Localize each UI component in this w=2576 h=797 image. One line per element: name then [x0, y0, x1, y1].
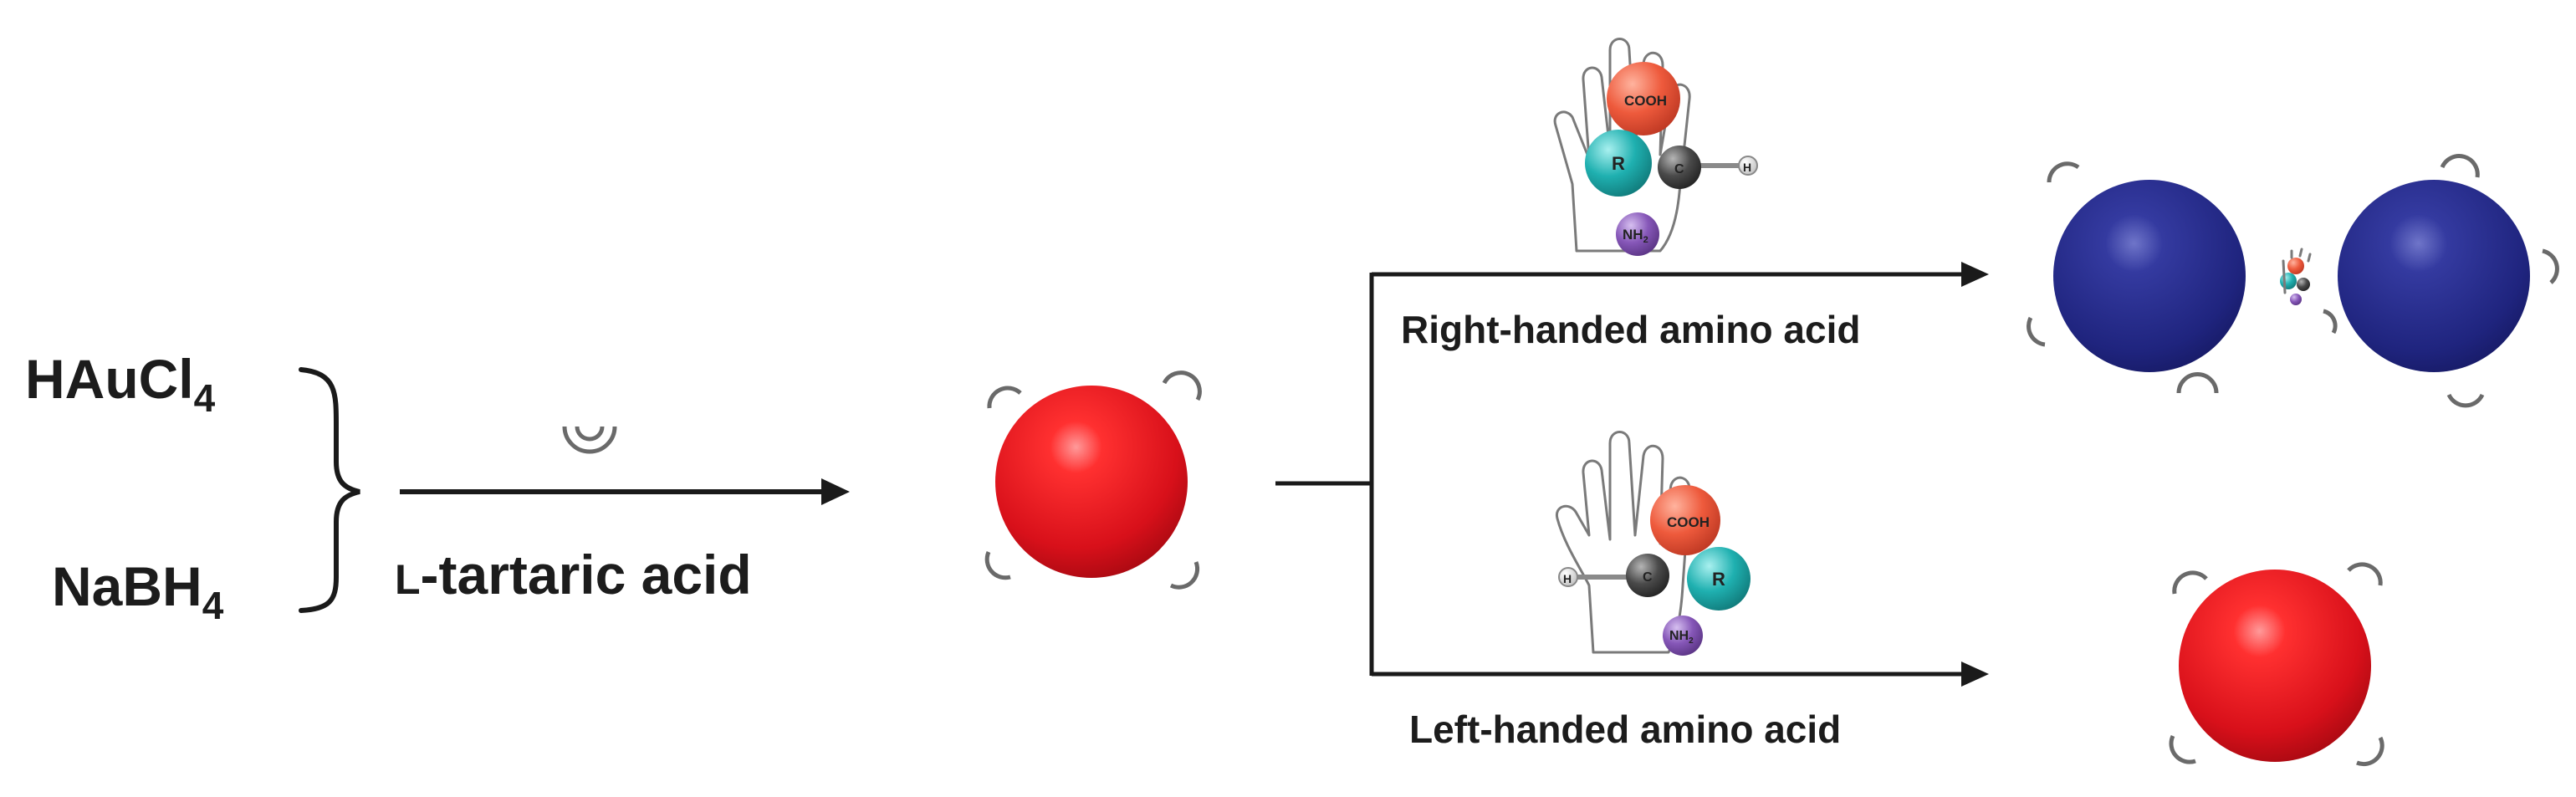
- bridge-nh2-atom: [2290, 294, 2302, 305]
- blue-nanoparticle-right: [2338, 180, 2530, 372]
- r-group-label: R: [1712, 569, 1725, 590]
- np-ligand-icon: [2440, 154, 2480, 178]
- reactant-hauci4: HAuCl4: [25, 348, 216, 420]
- cooh-atom: [1607, 62, 1680, 135]
- r-group-atom: [1687, 547, 1751, 611]
- r-group-atom: [1585, 130, 1652, 197]
- reaction-arrow-1-head: [821, 478, 850, 505]
- bridge-r-atom: [2280, 273, 2297, 289]
- cooh-label: COOH: [1667, 514, 1710, 530]
- reactant-brace: [299, 367, 360, 613]
- tartaric-ligand-icon: [562, 426, 617, 454]
- np-ligand-icon: [2446, 393, 2485, 408]
- bridge-c-atom: [2297, 278, 2310, 291]
- cooh-atom: [1650, 485, 1720, 555]
- carbon-atom: [1626, 554, 1669, 597]
- np-ligand-icon: [2176, 372, 2219, 394]
- right-hand-amino-acid: H NH2 C COOH R: [1553, 38, 1758, 256]
- tartaric-ligand-icon-inner: [575, 426, 605, 442]
- left-hand-amino-acid: H NH2 C COOH R: [1555, 431, 1751, 656]
- r-group-label: R: [1612, 153, 1625, 174]
- aggregated-nanoparticles-blue: [2027, 154, 2559, 408]
- nh2-atom: [1616, 212, 1659, 256]
- branch-bottom-arrowhead: [1961, 662, 1989, 687]
- gold-nanoparticle-red: [984, 370, 1202, 590]
- np-ligand-icon: [2172, 570, 2208, 595]
- np-ligand-icon: [2047, 161, 2080, 183]
- bridge-hand-icon: [2282, 248, 2312, 294]
- branch-top-arrowhead: [1961, 262, 1989, 287]
- dispersed-nanoparticle-red: [2169, 562, 2384, 767]
- np-ligand-icon: [2347, 562, 2383, 586]
- bridge-cooh-atom: [2287, 258, 2304, 274]
- blue-nanoparticle-left: [2053, 180, 2246, 372]
- np-ligand-icon: [2542, 248, 2559, 284]
- nh2-atom: [1663, 616, 1703, 656]
- np-ligand-icon: [984, 551, 1011, 580]
- nh2-label: NH2: [1669, 629, 1694, 646]
- h-atom: [1558, 567, 1578, 587]
- np-ligand-icon: [2356, 736, 2384, 767]
- carbon-label: C: [1674, 162, 1684, 176]
- h-atom-label: H: [1563, 572, 1572, 585]
- np-ligand-icon: [2169, 734, 2196, 764]
- left-handed-label: Left-handed amino acid: [1409, 708, 1841, 751]
- np-ligand-icon: [1169, 561, 1200, 590]
- np-ligand-icon: [2027, 316, 2046, 347]
- h-atom: [1738, 156, 1758, 176]
- reactant-nabh4: NaBH4: [52, 555, 224, 627]
- np-ligand-icon: [1162, 370, 1202, 401]
- h-atom-label: H: [1743, 161, 1751, 174]
- np-ligand-icon: [987, 386, 1022, 409]
- cooh-label: COOH: [1624, 93, 1667, 109]
- ltartaric-acid-label: L-tartaric acid: [395, 544, 752, 605]
- right-handed-label: Right-handed amino acid: [1401, 308, 1860, 351]
- nh2-label: NH2: [1623, 227, 1648, 245]
- carbon-atom: [1658, 146, 1701, 189]
- np-ligand-icon: [2323, 309, 2338, 335]
- carbon-label: C: [1643, 570, 1653, 585]
